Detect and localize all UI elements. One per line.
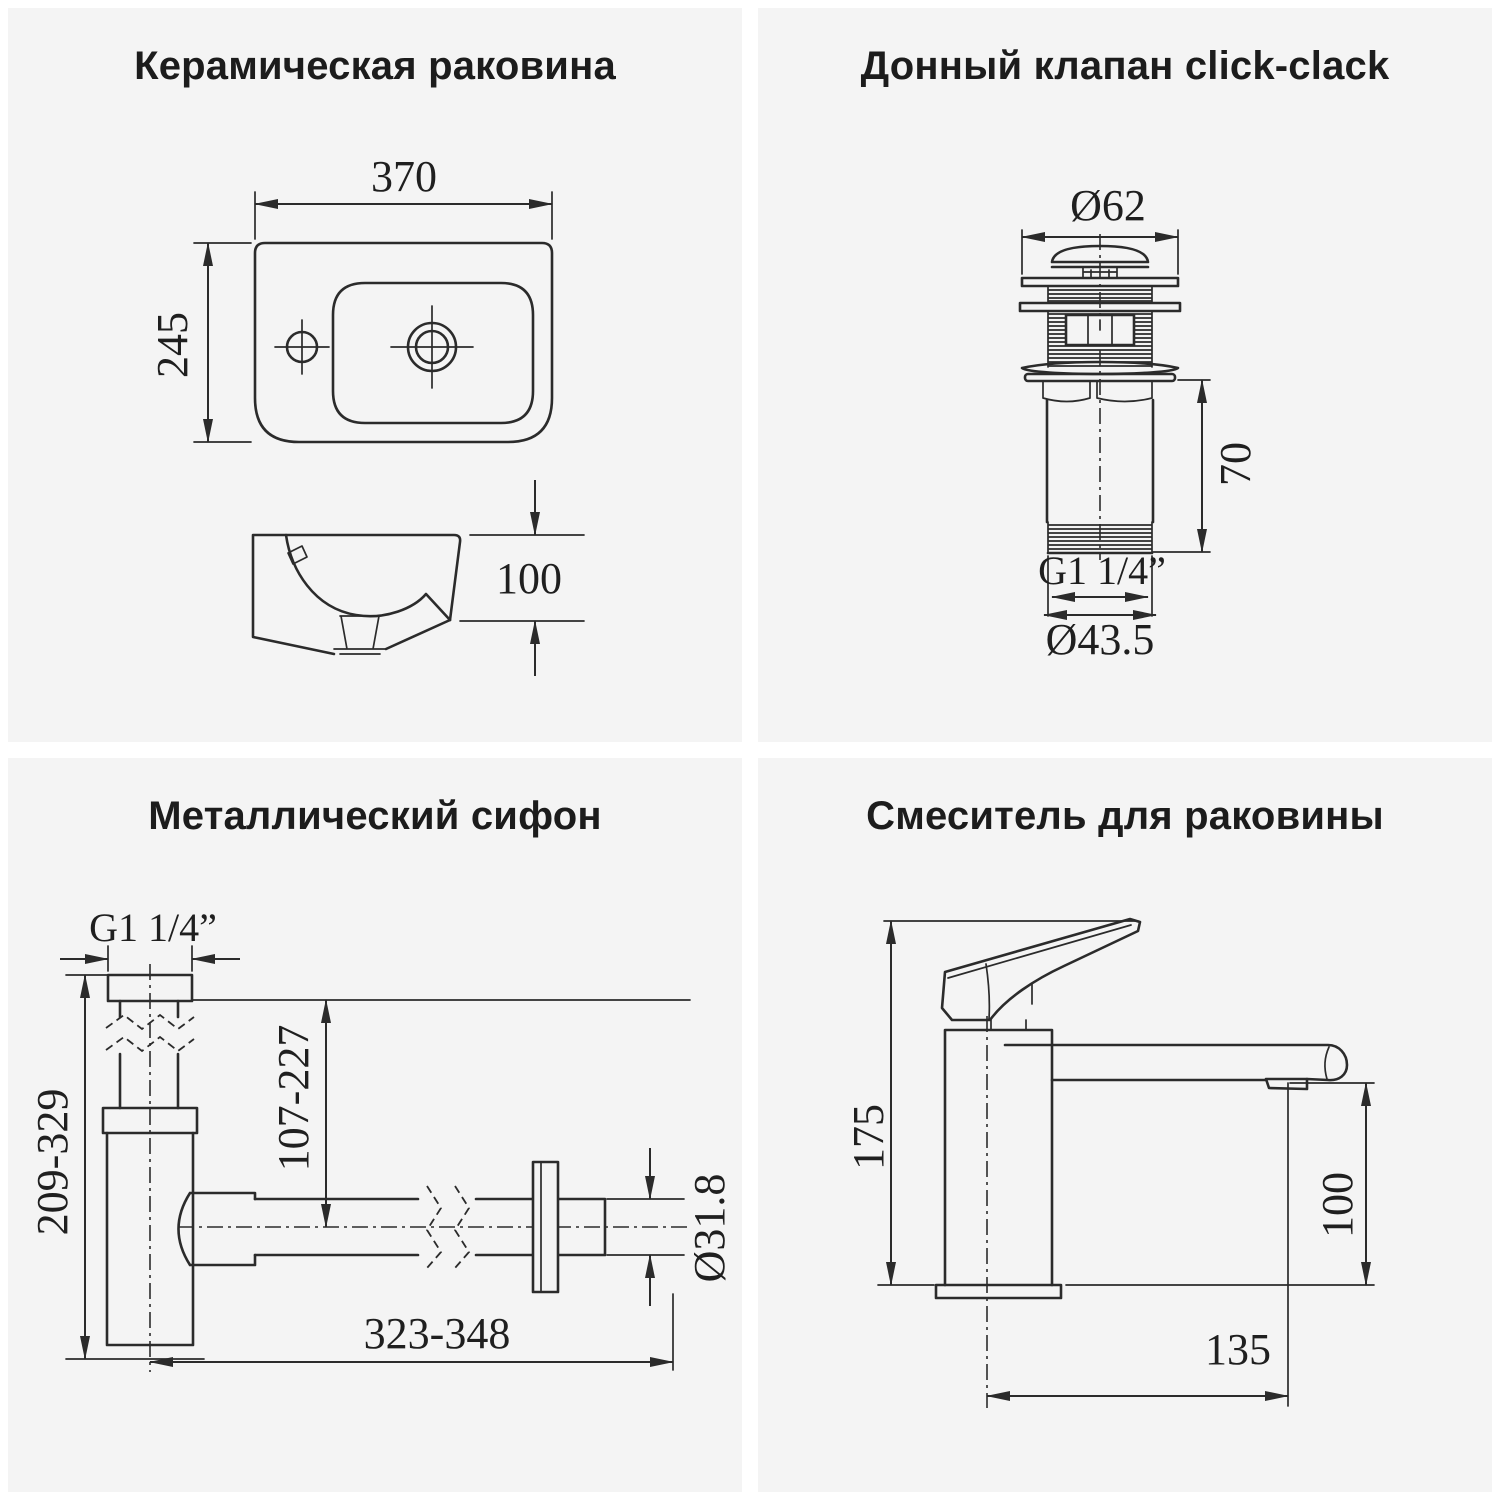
sink-width-label: 370 — [371, 152, 437, 201]
mixer-spout-reach-dimension: 135 — [986, 1325, 1289, 1401]
siphon-thread-label: G1 1/4” — [89, 905, 217, 950]
sink-top-view — [253, 241, 554, 444]
siphon-thread-dimension: G1 1/4” — [60, 905, 240, 972]
valve-outlet-diameter-label: Ø43.5 — [1046, 615, 1155, 664]
sink-depth-label: 100 — [496, 554, 562, 603]
mixer-total-height-label: 175 — [844, 1104, 893, 1170]
panel-title: Смеситель для раковины — [866, 794, 1384, 838]
panel-title: Донный клапан click-clack — [860, 44, 1390, 88]
panel-basin-mixer: Смеситель для раковины — [758, 758, 1492, 1492]
panel-title: Керамическая раковина — [134, 44, 616, 88]
siphon-outlet-length-dimension: 323-348 — [149, 1293, 674, 1371]
siphon-pipe-diameter-dimension: Ø31.8 — [606, 1148, 734, 1306]
siphon-outlet-length-label: 323-348 — [364, 1309, 511, 1358]
siphon-total-height-dimension: 209-329 — [28, 974, 205, 1360]
sink-side-view — [251, 533, 462, 656]
valve-thread-dimension: G1 1/4” — [1038, 548, 1166, 617]
sink-width-dimension: 370 — [254, 152, 553, 240]
panel-ceramic-sink: Керамическая раковина 370 — [8, 8, 742, 742]
valve-technical-drawing: Ø62 70 G1 1/4” Ø43.5 — [1018, 181, 1260, 664]
mixer-technical-drawing: 175 100 135 — [844, 917, 1375, 1408]
siphon-inlet-height-dimension: 107-227 — [191, 999, 691, 1228]
siphon-technical-drawing: G1 1/4” 107-227 209-329 323-348 — [28, 905, 734, 1372]
mixer-drawing — [934, 917, 1349, 1408]
valve-cap-diameter-dimension: Ø62 — [1021, 181, 1179, 275]
valve-height-dimension: 70 — [1152, 379, 1260, 553]
valve-thread-label: G1 1/4” — [1038, 548, 1166, 593]
sink-height-label: 245 — [148, 312, 197, 378]
siphon-drawing — [101, 964, 688, 1372]
valve-outlet-diameter-dimension: Ø43.5 — [1043, 610, 1157, 664]
panel-title: Металлический сифон — [148, 794, 602, 838]
siphon-inlet-height-label: 107-227 — [269, 1025, 318, 1172]
sink-depth-dimension: 100 — [459, 480, 585, 676]
mixer-total-height-dimension: 175 — [844, 920, 1139, 1286]
mixer-spout-height-label: 100 — [1313, 1172, 1362, 1238]
valve-cap-diameter-label: Ø62 — [1070, 181, 1146, 230]
siphon-total-height-label: 209-329 — [28, 1089, 77, 1236]
mixer-spout-height-dimension: 100 — [1065, 1082, 1375, 1407]
mixer-spout-reach-label: 135 — [1205, 1325, 1271, 1374]
sink-technical-drawing: 370 245 100 — [148, 152, 585, 676]
panel-metal-siphon: Металлический сифон — [8, 758, 742, 1492]
siphon-pipe-diameter-label: Ø31.8 — [685, 1174, 734, 1283]
sink-height-dimension: 245 — [148, 242, 252, 443]
valve-drawing — [1018, 234, 1182, 560]
valve-height-label: 70 — [1211, 442, 1260, 486]
panel-click-clack-valve: Донный клапан click-clack — [758, 8, 1492, 742]
